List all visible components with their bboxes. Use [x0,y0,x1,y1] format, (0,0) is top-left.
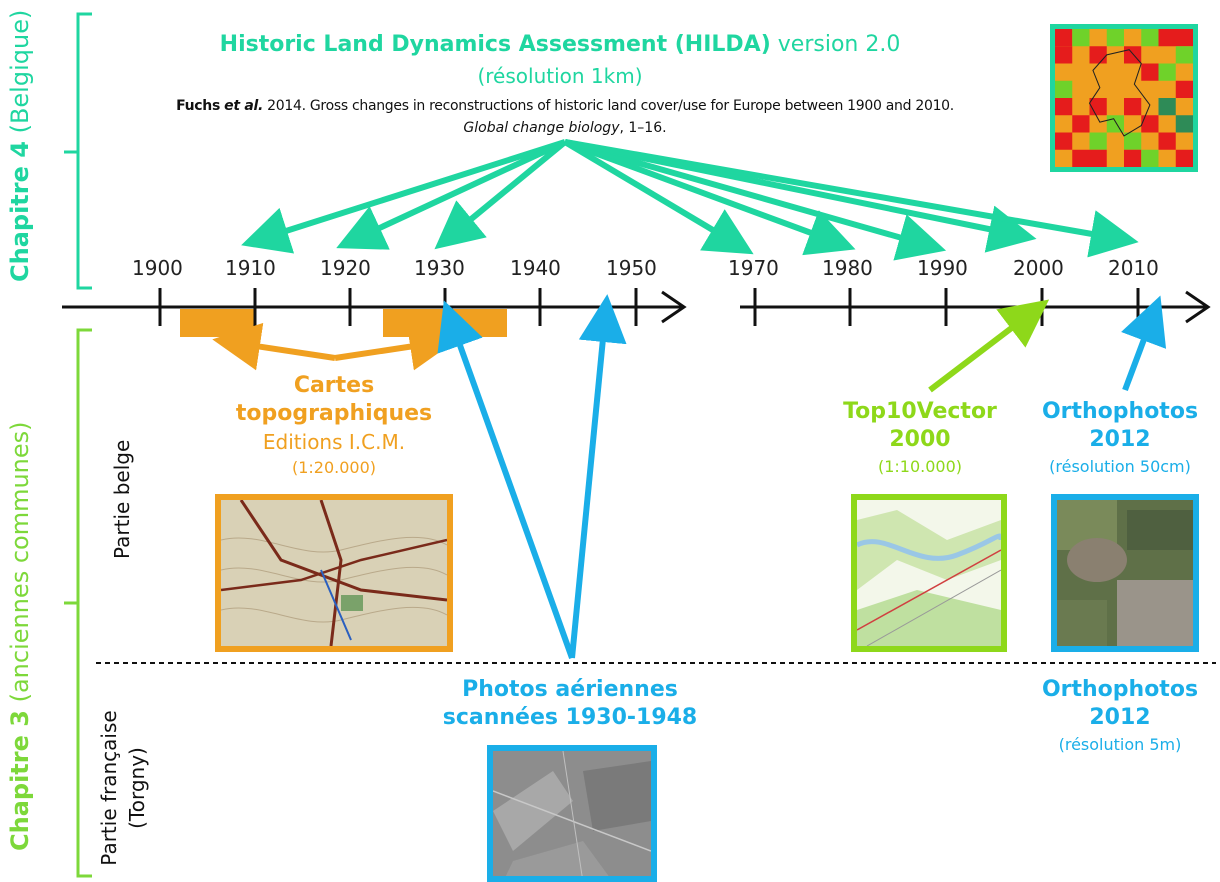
chapter3-label-rest: (anciennes communes) [6,421,34,703]
hilda-title-bold: Historic Land Dynamics Assessment (HILDA… [219,32,771,57]
chapter3-label: Chapitre 3 (anciennes communes) [3,351,37,851]
hilda-citation: Fuchs et al. 2014. Gross changes in reco… [92,98,1038,114]
ortho-be-line3: (résolution 50cm) [1049,457,1191,476]
photos-arrows [437,294,627,660]
cartes-line1: Cartes [293,373,375,398]
ortho-arrow [1121,295,1167,392]
ortho-be-label: Orthophotos 2012 (résolution 50cm) [1025,398,1215,480]
chapter3-bracket [64,328,92,878]
cartes-line3: Editions I.C.M. [262,430,406,454]
top10-line3: (1:10.000) [877,457,963,476]
ortho-be-image [1051,494,1199,652]
top10-label: Top10Vector 2000 (1:10.000) [830,398,1010,480]
photos-line2: scannées 1930-1948 [442,705,698,730]
photos-image [487,745,657,882]
year-1930: 1930 [414,256,465,280]
ortho-fr-line2: 2012 [1089,705,1151,730]
hilda-title: Historic Land Dynamics Assessment (HILDA… [120,32,1000,57]
top10-line2: 2000 [889,427,951,452]
chapter4-label-rest: (Belgique) [6,9,34,134]
chapter4-label-bold: Chapitre 4 [6,141,34,282]
top10-line1: Top10Vector [843,399,997,424]
hilda-grid-image [1050,24,1198,172]
photos-drawing [493,751,651,876]
ortho-be-line1: Orthophotos [1041,399,1199,424]
row-label-francaise-line2: (Torgny) [125,747,149,829]
citation-journal: Global change biology [463,120,620,136]
hilda-citation-journal: Global change biology, 1–16. [92,120,1038,136]
cartes-period-1 [180,309,254,337]
ortho-be-drawing [1057,500,1193,646]
ortho-fr-label: Orthophotos 2012 (résolution 5m) [1025,676,1215,758]
year-1950: 1950 [606,256,657,280]
hilda-resolution: (résolution 1km) [477,64,643,88]
ortho-fr-line3: (résolution 5m) [1058,735,1182,754]
cartes-arrows [212,322,458,371]
cartes-line2: topographiques [235,401,433,426]
top10-map-image [851,494,1007,652]
hilda-grid-cells [1055,29,1193,167]
hilda-title-version: version 2.0 [777,32,901,57]
year-1970: 1970 [728,256,779,280]
top10-arrow [928,299,1050,393]
top10-map-drawing [857,500,1001,646]
row-label-francaise-line1: Partie française [97,710,121,866]
row-label-belge: Partie belge [110,439,134,559]
year-1910: 1910 [225,256,276,280]
photos-label: Photos aériennes scannées 1930-1948 [440,676,700,732]
cartes-map-drawing [221,500,447,646]
ortho-be-line2: 2012 [1089,427,1151,452]
chapter4-label: Chapitre 4 (Belgique) [3,10,37,282]
photos-line1: Photos aériennes [462,677,678,702]
row-label-francaise: Partie française (Torgny) [95,703,151,873]
year-2000: 2000 [1013,256,1064,280]
cartes-line4: (1:20.000) [291,458,377,477]
citation-etal: et al. [224,98,263,114]
year-1980: 1980 [822,256,873,280]
chapter4-bracket [64,12,92,290]
timeline-right [740,288,1211,326]
chapter3-label-bold: Chapitre 3 [6,710,34,851]
hilda-arrows [241,139,1139,261]
year-1990: 1990 [917,256,968,280]
year-1900: 1900 [132,256,183,280]
citation-author: Fuchs [176,98,220,114]
year-1940: 1940 [510,256,561,280]
year-1920: 1920 [320,256,371,280]
ortho-fr-line1: Orthophotos [1041,677,1199,702]
timeline-left [62,288,687,326]
cartes-label: Cartes topographiques Editions I.C.M. (1… [224,372,444,480]
citation-rest: 2014. Gross changes in reconstructions o… [267,98,954,114]
citation-pages: , 1–16. [619,120,667,136]
cartes-map-image [215,494,453,652]
year-2010: 2010 [1108,256,1159,280]
